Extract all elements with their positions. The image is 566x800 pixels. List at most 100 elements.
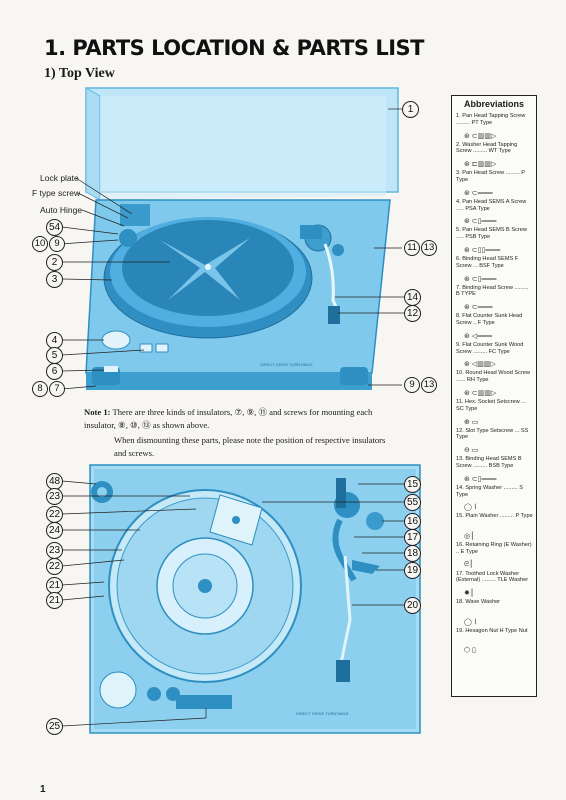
page-number: 1 (40, 784, 46, 795)
spring-washer-icon: ◯ ⌇ (464, 504, 478, 512)
abbr-item: 18. Wave Washer ◯ ⌇ (452, 599, 536, 628)
screw-icon: ⊛ ◁▥▥▷ (464, 361, 496, 369)
callout-18: 18 (404, 545, 421, 562)
abbr-item: 17. Toothed Lock Washer (External) .....… (452, 571, 536, 600)
callout-7: 7 (49, 381, 65, 397)
abbr-text: 17. Toothed Lock Washer (External) .....… (456, 570, 529, 584)
callout-55: 55 (404, 494, 421, 511)
callout-25: 25 (46, 718, 63, 735)
callout-12: 12 (404, 305, 421, 322)
wave-washer-icon: ◯ ⌇ (464, 618, 478, 626)
dust-cover (85, 87, 399, 201)
abbr-text: 4. Pan Head SEMS A Screw ..... PSA Type (456, 198, 527, 212)
auto-hinge-label: Auto Hinge (40, 205, 83, 215)
callout-16: 16 (404, 513, 421, 530)
callout-17: 17 (404, 529, 421, 546)
abbr-text: 19. Hexagon Nut H Type Nut (456, 627, 528, 634)
callout-19: 19 (404, 562, 421, 579)
svg-text:DIRECT DRIVE TURNTABLE: DIRECT DRIVE TURNTABLE (260, 362, 313, 367)
callout-20: 20 (404, 597, 421, 614)
callout-9b: 9 (404, 377, 420, 393)
abbr-text: 12. Slot Type Setscrew ... SS Type (456, 427, 529, 441)
callout-15: 15 (404, 476, 421, 493)
screw-icon: ⊛ ⊂▯═══ (464, 218, 497, 226)
callout-24: 24 (46, 522, 63, 539)
screw-icon: ⊛ ⊂▯═══ (464, 275, 497, 283)
abbr-text: 14. Spring Washer ......... S Type (456, 484, 523, 498)
callout-54: 54 (46, 219, 63, 236)
retaining-ring-icon: ᘓ ▏ (464, 560, 477, 568)
screw-icon: ⊛ ⊂═══ (464, 189, 493, 197)
abbr-item: 5. Pan Head SEMS B Screw ..... PSB Type ⊛… (452, 227, 536, 256)
callout-6: 6 (46, 363, 63, 380)
abbr-text: 15. Plain Washer ......... P Type (456, 513, 533, 520)
turntable-bottom: DIRECT DRIVE TURNTABLE (89, 464, 421, 734)
callout-11: 11 (404, 240, 420, 256)
svg-text:DIRECT DRIVE TURNTABLE: DIRECT DRIVE TURNTABLE (296, 711, 349, 716)
callout-22b: 22 (46, 558, 63, 575)
abbr-item: 7. Binding Head Screw ......... B TYPE⊛ … (452, 285, 536, 314)
abbr-item: 15. Plain Washer ......... P Type ◎ ▏ (452, 513, 536, 542)
callout-23b: 23 (46, 542, 63, 559)
setscrew-icon: ⊕ ▭ (464, 418, 479, 426)
abbr-text: 1. Pan Head Tapping Screw ......... PT T… (456, 113, 526, 126)
abbr-item: 8. Flat Counter Sunk Head Screw .. F Typ… (452, 313, 536, 342)
abbr-item: 10. Round Head Wood Screw ...... RH Type… (452, 370, 536, 399)
callout-14: 14 (404, 289, 421, 306)
note-line-2: When dismounting these parts, please not… (114, 435, 386, 458)
abbreviations-title: Abbreviations (463, 99, 524, 109)
page-title: 1. PARTS LOCATION & PARTS LIST (44, 36, 424, 60)
abbr-item: 12. Slot Type Setscrew ... SS Type ⊖ ▭ (452, 428, 536, 457)
note-head: Note 1: (84, 407, 111, 417)
abbr-item: 19. Hexagon Nut H Type Nut ⬡ ▯ (452, 628, 536, 657)
abbr-text: 2. Washer Head Tapping Screw ......... W… (456, 141, 518, 155)
section-subtitle: 1) Top View (44, 66, 115, 81)
callout-22: 22 (46, 506, 63, 523)
callout-5: 5 (46, 347, 63, 364)
abbr-text: 13. Binding Head SEMS B Screw ......... … (456, 456, 522, 469)
note-line-1: There are three kinds of insulators, ⑦, … (84, 407, 373, 430)
abbr-text: 9. Flat Counter Sunk Wood Screw ........… (456, 341, 524, 355)
abbr-item: 1. Pan Head Tapping Screw ......... PT T… (452, 113, 536, 142)
tonearm-top (300, 224, 344, 324)
abbr-item: 6. Binding Head SEMS F Screw ... BSF Typ… (452, 256, 536, 285)
screw-icon: ⊛ ◁═══ (464, 332, 493, 340)
abbr-text: 10. Round Head Wood Screw ...... RH Type (456, 370, 530, 384)
callout-13: 13 (421, 240, 437, 256)
hex-nut-icon: ⬡ ▯ (464, 647, 476, 655)
note-insulators: Note 1: There are three kinds of insulat… (84, 406, 394, 462)
platter (103, 217, 313, 339)
abbr-item: 2. Washer Head Tapping Screw ......... W… (452, 142, 536, 171)
abbr-item: 3. Pan Head Screw ......... P Type ⊛ ⊂═══ (452, 170, 536, 199)
abbr-text: 16. Retaining Ring (E Washer) .. E Type (456, 541, 532, 555)
callout-13b: 13 (421, 377, 437, 393)
abbr-item: 16. Retaining Ring (E Washer) .. E Type ᘓ… (452, 542, 536, 571)
callout-8: 8 (32, 381, 48, 397)
screw-icon: ⊛ ⊂▥▥▷ (464, 389, 497, 397)
abbr-text: 6. Binding Head SEMS F Screw ... BSF Typ… (456, 255, 519, 269)
abbr-text: 5. Pan Head SEMS B Screw ..... PSB Type (456, 227, 527, 241)
screw-icon: ⊛ ⊂▯▯═══ (464, 246, 501, 254)
f-type-screw-label: F type screw (32, 188, 81, 198)
abbr-text: 3. Pan Head Screw ......... P Type (456, 170, 525, 183)
abbreviations-panel: Abbreviations 1. Pan Head Tapping Screw … (451, 95, 537, 697)
screw-icon: ⊛ ⊂▯═══ (464, 475, 497, 483)
setscrew-icon: ⊖ ▭ (464, 447, 479, 455)
callout-10: 10 (32, 236, 48, 252)
abbr-text: 8. Flat Counter Sunk Head Screw .. F Typ… (456, 313, 523, 326)
callout-3: 3 (46, 271, 63, 288)
abbr-item: 11. Hex. Socket Setscrew ... SC Type⊕ ▭ (452, 399, 536, 428)
abbr-item: 9. Flat Counter Sunk Wood Screw ........… (452, 342, 536, 371)
plain-washer-icon: ◎ ▏ (464, 532, 478, 540)
callout-23: 23 (46, 488, 63, 505)
lock-plate-label: Lock plate (40, 173, 79, 183)
screw-icon: ⊛ ⊂═══ (464, 304, 493, 312)
abbr-text: 18. Wave Washer (456, 599, 501, 606)
abbr-item: 14. Spring Washer ......... S Type ◯ ⌇ (452, 485, 536, 514)
abbr-item: 13. Binding Head SEMS B Screw ......... … (452, 456, 536, 485)
